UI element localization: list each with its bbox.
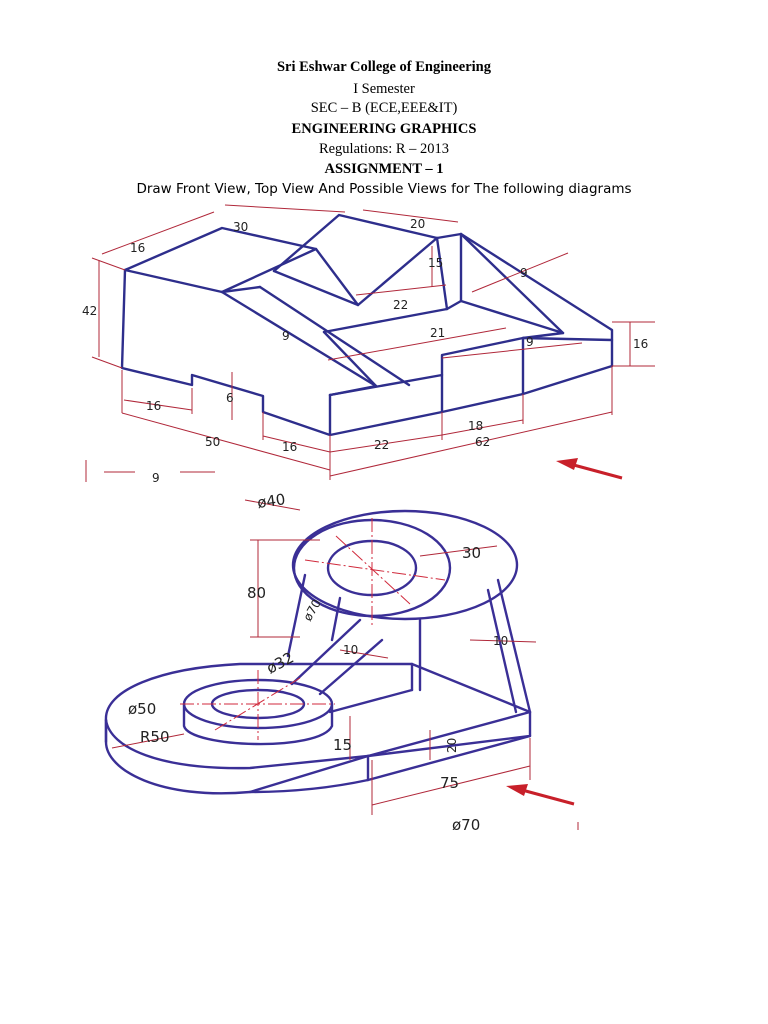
dim-9-corner: 9	[152, 471, 160, 485]
dim-75: 75	[440, 774, 459, 792]
dim-dia70-bottom: ø70	[452, 816, 480, 830]
dim-42: 42	[82, 304, 97, 318]
figure-2-view-arrow	[506, 784, 575, 806]
figure-1-dimension-lines	[85, 204, 655, 482]
dim-dia32: ø32	[263, 648, 296, 677]
subject-title: ENGINEERING GRAPHICS	[291, 121, 477, 137]
dim-18: 18	[468, 419, 483, 433]
dim-80: 80	[247, 584, 266, 602]
dim-21: 21	[430, 326, 445, 340]
figure-1-view-arrow	[556, 458, 623, 480]
dim-20: 20	[410, 217, 425, 231]
dim-r50: R50	[140, 728, 170, 746]
dim-22-bottom: 22	[374, 438, 389, 452]
dim-20: 20	[445, 738, 459, 753]
figure-2-center-lines	[180, 518, 446, 740]
figure-1-isometric-drawing: 30 20 16 15 9 42 22 9 21 9 16 16 6 50 16…	[82, 204, 655, 485]
dim-9-slope: 9	[282, 329, 290, 343]
dim-6: 6	[226, 391, 234, 405]
figure-2-isometric-drawing: ø40 30 80 ø70 10 10 ø32 ø50 R50 15 20 75…	[104, 490, 579, 830]
dim-16-top: 16	[130, 241, 145, 255]
dim-30: 30	[462, 544, 481, 562]
dim-15: 15	[428, 256, 443, 270]
dim-16-left: 16	[146, 399, 161, 413]
dim-10-rib: 10	[343, 643, 358, 657]
dim-30: 30	[233, 220, 248, 234]
dim-62: 62	[475, 435, 490, 449]
dim-15: 15	[333, 736, 352, 754]
dim-16-bottom: 16	[282, 440, 297, 454]
dim-9-step: 9	[526, 335, 534, 349]
semester: I Semester	[353, 81, 415, 97]
dim-10-right: 10	[493, 634, 508, 648]
dim-dia50: ø50	[128, 700, 156, 718]
dim-9-right: 9	[520, 266, 528, 280]
instruction-text: Draw Front View, Top View And Possible V…	[136, 181, 632, 197]
figure-1-dimension-labels: 30 20 16 15 9 42 22 9 21 9 16 16 6 50 16…	[82, 217, 648, 485]
dim-dia40: ø40	[256, 490, 286, 512]
college-name: Sri Eshwar College of Engineering	[276, 59, 491, 75]
dim-22-mid: 22	[393, 298, 408, 312]
dim-50: 50	[205, 435, 220, 449]
section: SEC – B (ECE,EEE&IT)	[310, 100, 458, 116]
dim-16-right: 16	[633, 337, 648, 351]
assignment-title: ASSIGNMENT – 1	[324, 161, 444, 177]
regulations: Regulations: R – 2013	[318, 141, 450, 157]
figure-2-dimension-lines	[111, 499, 579, 830]
figure-1-outline	[120, 213, 614, 437]
